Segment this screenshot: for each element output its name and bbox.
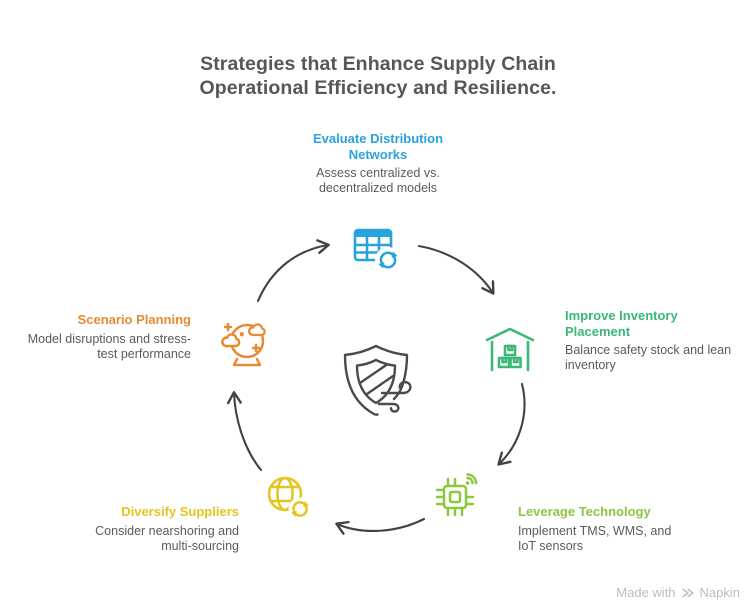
- shield-wind-icon: [332, 338, 420, 432]
- node-improve-inventory-placement: Improve Inventory Placement Balance safe…: [565, 308, 740, 373]
- page-title: Strategies that Enhance Supply Chain Ope…: [199, 53, 557, 99]
- globe-sync-icon: [265, 474, 317, 522]
- arrow-top-to-right: [417, 244, 495, 295]
- chip-wifi-icon: [432, 472, 484, 522]
- node-description: Consider nearshoring and multi-sourcing: [95, 523, 239, 553]
- node-label: Evaluate Distribution Networks: [312, 131, 444, 162]
- node-description: Assess centralized vs. decentralized mod…: [316, 166, 440, 195]
- napkin-logo-icon: [681, 588, 694, 597]
- warehouse-icon: [484, 320, 536, 376]
- node-description: Balance safety stock and lean inventory: [565, 343, 732, 372]
- node-leverage-technology: Leverage Technology Implement TMS, WMS, …: [518, 504, 688, 554]
- made-with-napkin-watermark: Made with Napkin: [616, 585, 740, 600]
- arrow-bottomleft-to-left: [226, 391, 263, 472]
- node-evaluate-distribution-networks: Evaluate Distribution Networks Assess ce…: [268, 131, 488, 196]
- arrow-right-to-bottomright: [497, 382, 526, 466]
- node-label: Leverage Technology: [518, 504, 651, 519]
- crystal-ball-icon: [220, 315, 274, 371]
- node-description: Model disruptions and stress- test perfo…: [27, 331, 191, 361]
- arrow-left-to-top: [256, 239, 330, 303]
- node-label: Scenario Planning: [77, 312, 191, 327]
- brand-text: Napkin: [699, 585, 740, 600]
- table-sync-icon: [352, 222, 404, 274]
- node-label: Improve Inventory Placement: [565, 308, 678, 339]
- made-with-text: Made with: [616, 585, 676, 600]
- arrow-bottomright-to-bottomleft: [335, 517, 426, 535]
- node-scenario-planning: Scenario Planning Model disruptions and …: [6, 312, 191, 362]
- node-description: Implement TMS, WMS, and IoT sensors: [518, 523, 672, 553]
- node-diversify-suppliers: Diversify Suppliers Consider nearshoring…: [54, 504, 239, 554]
- node-label: Diversify Suppliers: [121, 504, 239, 519]
